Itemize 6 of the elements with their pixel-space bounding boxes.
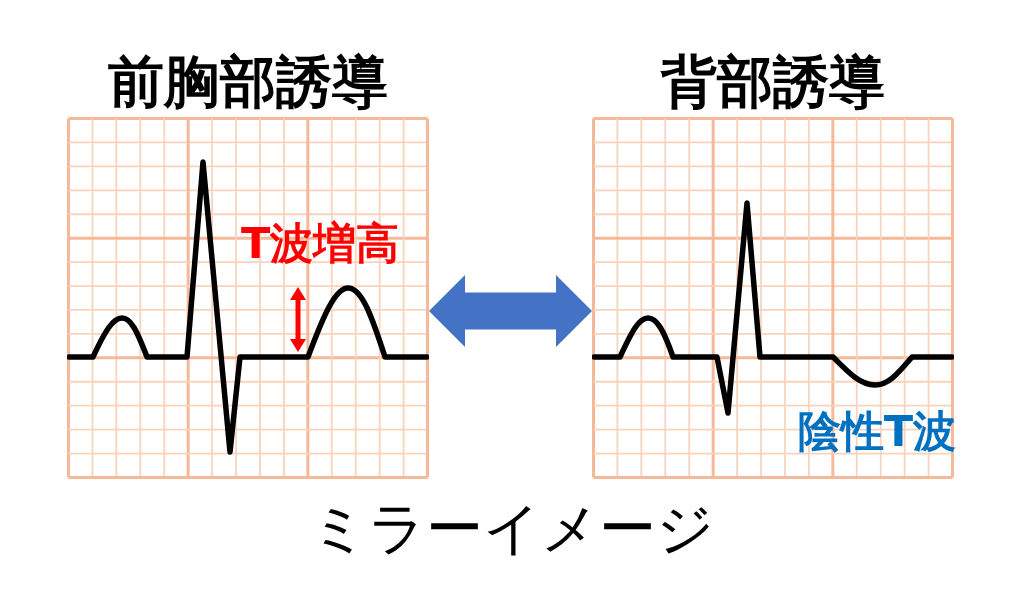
panel-heading: 背部誘導: [661, 54, 885, 110]
caption: ミラーイメージ: [310, 500, 714, 557]
annotation-text: 陰性T波: [797, 410, 956, 453]
double-arrow: [429, 275, 592, 347]
panel-heading: 前胸部誘導: [108, 54, 388, 110]
annotation-text: T波増高: [241, 222, 400, 265]
